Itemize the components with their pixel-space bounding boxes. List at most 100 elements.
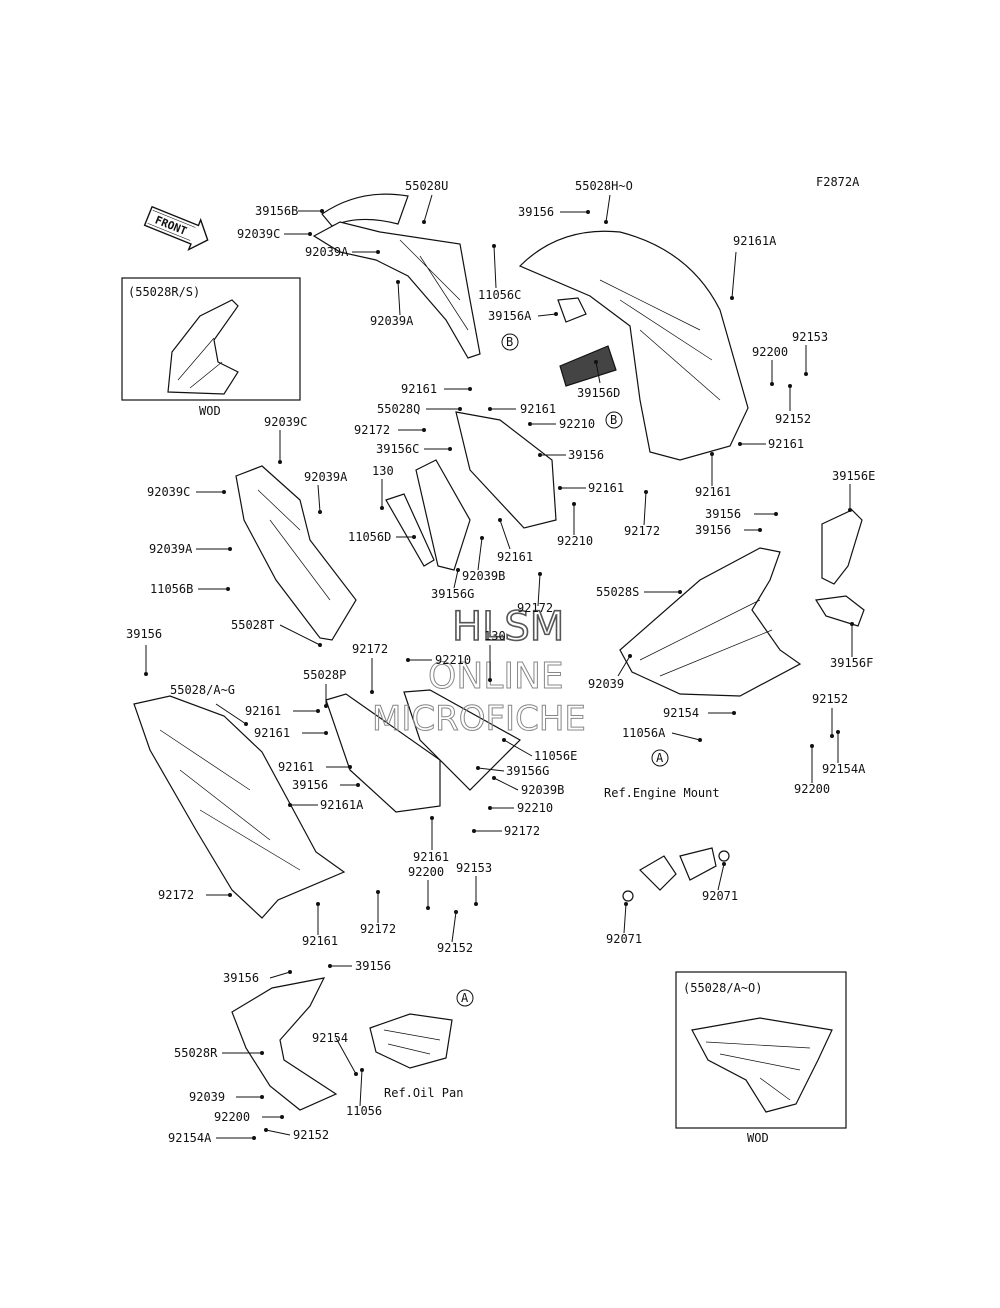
fastener-marker <box>396 280 400 284</box>
callout-label: 92161 <box>588 481 624 495</box>
callout-label: 92210 <box>559 417 595 431</box>
fastener-marker <box>678 590 682 594</box>
callout: 39156B <box>255 204 324 218</box>
fastener-marker <box>644 490 648 494</box>
callout-label: 39156G <box>506 764 549 778</box>
callout: 92161 <box>302 902 338 948</box>
callout-leader-line <box>215 703 247 725</box>
callout-label: 92071 <box>702 889 738 903</box>
fastener-marker <box>308 232 312 236</box>
callout: 92172 <box>352 642 388 694</box>
fastener-marker <box>738 442 742 446</box>
callout-label: 55028/A~G <box>170 683 235 697</box>
svg-text:B: B <box>610 413 617 427</box>
fastener-marker <box>710 452 714 456</box>
part-55028R-lower-fairing <box>231 977 338 1111</box>
callout-label: 92039B <box>462 569 505 583</box>
callout: 39156C <box>376 442 452 456</box>
callout: 92039C <box>264 415 307 464</box>
fastener-marker <box>260 1095 264 1099</box>
callout: 39156 <box>538 448 604 462</box>
callout: 55028H~O <box>575 179 633 224</box>
callout-label: 55028R <box>174 1046 218 1060</box>
fastener-marker <box>278 460 282 464</box>
svg-text:ONLINE: ONLINE <box>428 656 564 697</box>
svg-text:MICROFICHE: MICROFICHE <box>372 699 586 739</box>
callout-leader-line <box>269 971 291 979</box>
callout-label: 92039A <box>149 542 193 556</box>
callout: 92161 <box>413 816 449 864</box>
fastener-marker <box>222 490 226 494</box>
callout: 92039A <box>304 470 348 514</box>
fastener-marker <box>770 382 774 386</box>
fastener-marker <box>558 486 562 490</box>
callout: 55028/A~G <box>170 683 248 726</box>
fastener-marker <box>376 890 380 894</box>
callout-leader-line <box>493 245 497 289</box>
callout: 55028R <box>174 1046 264 1060</box>
fastener-marker <box>144 672 148 676</box>
callout: 92039A <box>305 245 380 259</box>
callout-leader-line <box>477 767 505 772</box>
callout-label: 92210 <box>557 534 593 548</box>
callout-label: 92172 <box>354 423 390 437</box>
callout-label: 92039A <box>304 470 348 484</box>
fastener-marker <box>316 709 320 713</box>
callout-label: 92161A <box>733 234 777 248</box>
fastener-marker <box>836 730 840 734</box>
fastener-marker <box>488 678 492 682</box>
callout: 92039B <box>462 536 505 583</box>
fastener-marker <box>354 1072 358 1076</box>
ref-oil-pan-label: Ref.Oil Pan <box>384 1086 463 1100</box>
fastener-marker <box>554 312 558 316</box>
fastener-marker <box>318 510 322 514</box>
callout: 92210 <box>557 502 593 548</box>
callout-label: 92172 <box>504 824 540 838</box>
callout-label: 92172 <box>624 524 660 538</box>
callout: 92172 <box>517 572 553 615</box>
callout: 92152 <box>775 384 811 426</box>
fastener-marker <box>412 535 416 539</box>
callout-label: 92153 <box>456 861 492 875</box>
callout: 55028S <box>596 585 682 599</box>
callout: 55028T <box>231 618 322 647</box>
callout: 39156F <box>830 622 873 670</box>
front-arrow-icon: FRONT <box>143 205 209 252</box>
fastener-marker <box>360 1068 364 1072</box>
fastener-marker <box>260 1051 264 1055</box>
callout-label: 11056C <box>478 288 521 302</box>
fastener-marker <box>774 512 778 516</box>
fastener-marker <box>380 506 384 510</box>
callout-label: 92154 <box>312 1031 348 1045</box>
callout-label: 92152 <box>437 941 473 955</box>
callout: 92152 <box>437 910 473 955</box>
callout: 92161 <box>245 704 320 718</box>
callout-leader-line <box>279 624 321 646</box>
callout: 39156D <box>577 360 620 400</box>
fastener-marker <box>244 722 248 726</box>
callout-label: 55028Q <box>377 402 420 416</box>
callout-label: 39156 <box>695 523 731 537</box>
fastener-marker <box>474 902 478 906</box>
callout: 39156 <box>292 778 360 792</box>
callout-leader-line <box>493 777 519 791</box>
callout-label: 92161 <box>254 726 290 740</box>
fastener-marker <box>502 738 506 742</box>
callout: 55028U <box>405 179 448 224</box>
callout-leader-line <box>423 194 433 223</box>
callout-leader-line <box>453 569 459 589</box>
callout-label: 92039C <box>237 227 280 241</box>
callout-label: 55028H~O <box>575 179 633 193</box>
callout: 92152 <box>812 692 848 738</box>
callout: 39156 <box>695 523 762 537</box>
callout-label: 92039B <box>521 783 564 797</box>
callout: 11056E <box>502 738 577 763</box>
fastener-marker <box>480 536 484 540</box>
fastener-marker <box>538 453 542 457</box>
callout-leader-line <box>335 1037 357 1075</box>
callout-leader-line <box>503 739 533 757</box>
fastener-marker <box>288 803 292 807</box>
callout: 92161 <box>278 760 352 774</box>
